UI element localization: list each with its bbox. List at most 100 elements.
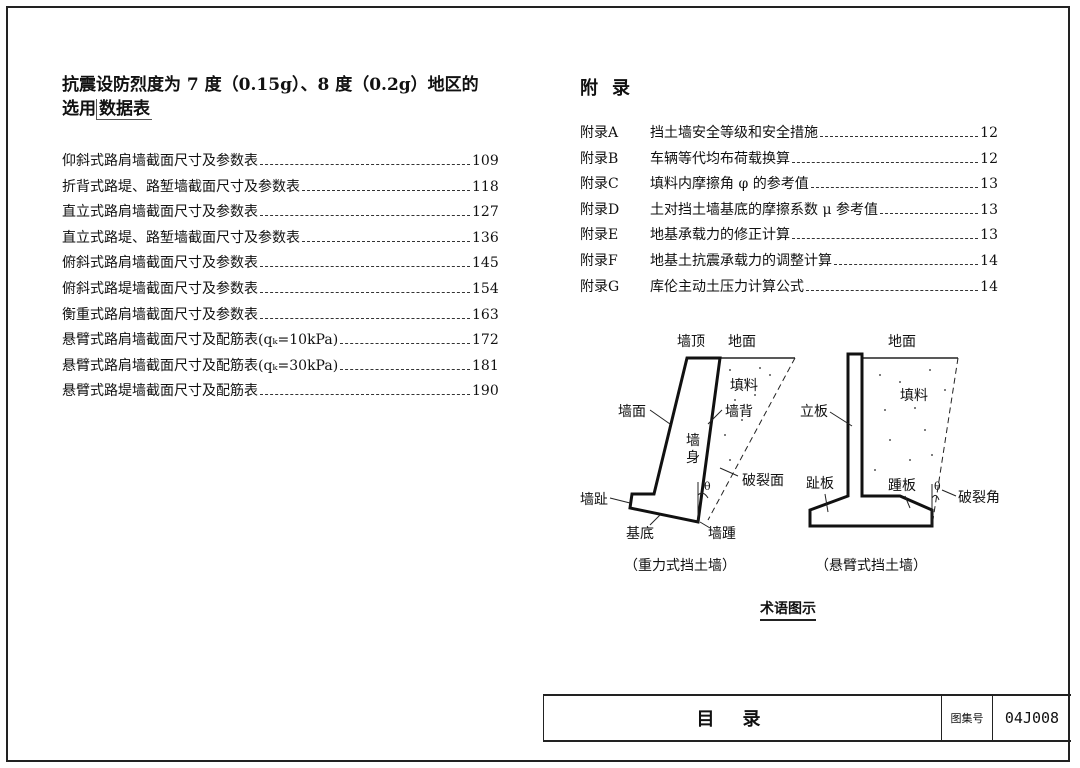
label-wall-body-1: 墙 — [686, 433, 700, 449]
appendix-label: 地基承载力的修正计算 — [650, 227, 790, 244]
label-fill-cantilever: 填料 — [900, 388, 928, 404]
appendix-leader — [820, 136, 978, 137]
label-stem: 立板 — [800, 404, 828, 420]
label-toe: 墙趾 — [580, 492, 608, 508]
appendix-page: 12 — [980, 150, 998, 167]
appendix-label: 填料内摩擦角 φ 的参考值 — [650, 176, 809, 193]
appendix-leader — [810, 187, 978, 189]
appendix-entry: 附录E 地基承载力的修正计算 13 — [580, 224, 998, 250]
appendix-label: 土对挡土墙基底的摩擦系数 μ 参考值 — [650, 201, 878, 218]
appendix-label: 车辆等代均布荷载换算 — [650, 150, 790, 167]
toc-entry-page: 118 — [472, 178, 499, 195]
appendix-key: 附录D — [580, 201, 620, 218]
appendix-entry: 附录B 车辆等代均布荷载换算 12 — [580, 148, 998, 174]
gravity-wall-body — [628, 356, 722, 524]
toc-entry: 俯斜式路肩墙截面尺寸及参数表 145 — [62, 252, 499, 278]
toc-entry: 直立式路肩墙截面尺寸及参数表 127 — [62, 201, 499, 227]
toc-entry: 仰斜式路肩墙截面尺寸及参数表 109 — [62, 150, 499, 176]
cantilever-wall-drawing: 地面 填料 立板 趾板 踵板 θ 破裂角 （悬臂式挡土墙） — [800, 334, 1000, 574]
leader-stem — [829, 411, 853, 427]
toc-entry-label: 折背式路堤、路堑墙截面尺寸及参数表 — [62, 178, 300, 195]
leader-heel-slab — [904, 495, 911, 509]
appendix-label: 地基土抗震承载力的调整计算 — [650, 252, 832, 269]
caption-cantilever: （悬臂式挡土墙） — [815, 558, 927, 574]
toc-entry-page: 109 — [472, 153, 499, 169]
toc-entry-label: 悬臂式路肩墙截面尺寸及配筋表(qₖ=30kPa) — [62, 357, 339, 374]
appendix-key: 附录E — [580, 227, 619, 244]
toc-leader — [302, 240, 470, 242]
toc-entry-page: 172 — [472, 332, 499, 349]
toc-entry-label: 悬臂式路堤墙截面尺寸及配筋表 — [62, 383, 258, 400]
appendix-key: 附录A — [580, 125, 619, 141]
toc-leader — [260, 394, 470, 396]
appendix-key: 附录B — [580, 150, 619, 167]
leader-failure-plane — [719, 467, 739, 477]
label-toe-slab: 趾板 — [806, 476, 834, 492]
appendix-page: 13 — [980, 227, 998, 244]
label-wall-back: 墙背 — [725, 404, 753, 420]
appendix-leader — [880, 212, 978, 214]
label-wall-top: 墙顶 — [677, 334, 705, 350]
cantilever-wall-body — [808, 352, 934, 528]
appendix-page: 14 — [980, 278, 998, 295]
leader-wall-face — [649, 409, 671, 425]
leader-failure-angle — [941, 489, 957, 497]
left-title-line2: 选用数据表 — [62, 97, 532, 121]
toc-entry-page: 127 — [472, 204, 499, 221]
toc-leader — [340, 343, 470, 345]
toc-entry-label: 直立式路肩墙截面尺寸及参数表 — [62, 204, 258, 221]
label-fill-gravity: 填料 — [730, 378, 758, 394]
toc-entry-label: 俯斜式路肩墙截面尺寸及参数表 — [62, 255, 258, 272]
toc-entry-label: 直立式路堤、路堑墙截面尺寸及参数表 — [62, 229, 300, 246]
label-wall-face: 墙面 — [618, 404, 646, 420]
toc-entry-page: 154 — [472, 280, 499, 297]
label-failure-angle: 破裂角 — [958, 490, 1000, 506]
toc-entry-page: 190 — [472, 383, 499, 400]
appendix-leader — [792, 238, 978, 240]
toc-entry: 折背式路堤、路堑墙截面尺寸及参数表 118 — [62, 176, 499, 202]
gravity-wall-drawing: 墙顶 地面 填料 墙面 墙背 墙 身 破裂面 θ 墙趾 基底 墙踵 （重力式挡土… — [580, 334, 796, 574]
appendix-entry: 附录F 地基土抗震承载力的调整计算 14 — [580, 250, 998, 276]
retaining-wall-diagram: 墙顶 地面 填料 墙面 墙背 墙 身 破裂面 θ 墙趾 基底 墙踵 （重力式挡土… — [580, 334, 1000, 574]
left-section-title: 抗震设防烈度为 7 度（0.15g）、8 度（0.2g）地区的 选用数据表 — [62, 73, 532, 121]
appendix-page: 13 — [980, 176, 998, 193]
left-title-prefix: 选用 — [62, 99, 96, 119]
toc-leader — [260, 266, 470, 268]
cantilever-theta-arc — [931, 494, 940, 501]
appendix-page: 14 — [980, 252, 998, 269]
gravity-theta-arc — [697, 492, 709, 499]
label-ground-gravity: 地面 — [728, 334, 756, 350]
toc-entry: 悬臂式路堤墙截面尺寸及配筋表 190 — [62, 380, 499, 406]
appendix-leader — [792, 161, 978, 163]
label-failure-plane: 破裂面 — [742, 473, 784, 489]
label-wall-body-2: 身 — [686, 450, 700, 466]
toc-entry-label: 悬臂式路肩墙截面尺寸及配筋表(qₖ=10kPa) — [62, 332, 339, 349]
caption-gravity: （重力式挡土墙） — [624, 558, 736, 574]
cantilever-failure-line — [931, 357, 959, 527]
toc-entry-page: 163 — [472, 306, 499, 323]
toc-entry-label: 仰斜式路肩墙截面尺寸及参数表 — [62, 153, 258, 169]
leader-wall-back — [707, 409, 723, 425]
appendix-leader — [806, 289, 978, 291]
toc-entry: 俯斜式路堤墙截面尺寸及参数表 154 — [62, 278, 499, 304]
appendix-key: 附录F — [580, 252, 618, 269]
toc-leader — [302, 189, 470, 191]
page-border — [6, 6, 1070, 762]
left-title-line1: 抗震设防烈度为 7 度（0.15g）、8 度（0.2g）地区的 — [62, 75, 479, 95]
appendix-page: 12 — [980, 125, 998, 141]
left-toc-list: 仰斜式路肩墙截面尺寸及参数表 109 折背式路堤、路堑墙截面尺寸及参数表 118 直立式… — [62, 150, 499, 406]
gravity-failure-line — [707, 357, 796, 521]
title-block: 目录 图集号 04J008 — [543, 694, 1071, 742]
title-block-code: 04J008 — [1004, 709, 1060, 727]
toc-entry-label: 俯斜式路堤墙截面尺寸及参数表 — [62, 280, 258, 297]
title-block-label: 图集号 — [942, 696, 993, 740]
appendix-title: 附录 — [580, 78, 644, 99]
label-heel-slab: 踵板 — [888, 478, 916, 494]
appendix-label: 挡土墙安全等级和安全措施 — [650, 125, 818, 141]
title-block-main: 目录 — [544, 696, 942, 740]
toc-entry-page: 145 — [472, 255, 499, 272]
label-theta-cantilever: θ — [934, 480, 941, 493]
